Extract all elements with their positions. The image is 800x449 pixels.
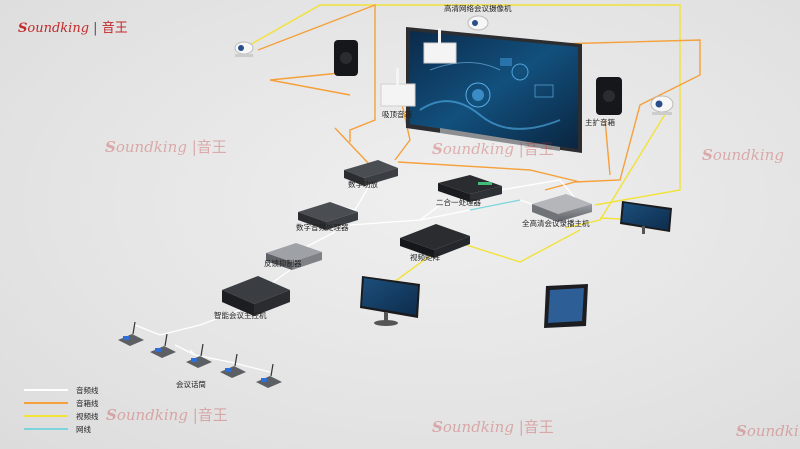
conference-host-device [222,276,290,316]
network-lines [469,199,521,211]
brand-watermark: Soundking |音王 [105,140,227,155]
legend-swatch-video [24,415,68,417]
digital-power-amp-device [344,160,398,186]
label-ceiling-speaker: 吸顶音箱 [382,110,412,119]
conference-mics [118,321,282,388]
legend-swatch-network [24,428,68,430]
mic-2 [150,333,176,358]
hd-recording-host-device [532,194,592,222]
two-in-one-processor-device [438,175,502,202]
wm-s: S [106,406,117,424]
wm-word: oundking [746,422,800,440]
feedback-suppressor-device [266,243,322,270]
camera-right [650,95,674,115]
label-conference-host: 智能会议主控机 [214,311,267,320]
legend-label-audio: 音频线 [76,386,99,395]
legend-swatch-audio [24,389,68,391]
wm-separator: | [191,138,197,156]
label-main-speaker: 主扩音箱 [585,118,615,127]
mic-3 [186,343,212,368]
legend-swatch-speaker [24,402,68,404]
legend-label-speaker: 音箱线 [76,399,99,408]
legend-label-video: 视频线 [76,412,99,421]
ceiling-speaker-1 [423,28,457,64]
ceiling-speaker-2 [380,68,416,107]
wm-s: S [105,138,116,156]
monitor-left [360,276,420,326]
wm-word: oundking [116,406,188,424]
wm-cn: 音王 [196,138,227,156]
wm-word: oundking [712,146,784,164]
brand-separator: | [93,21,98,36]
wm-cn: 音王 [523,418,554,436]
brand-word: oundking [27,21,90,36]
audio-lines [134,179,576,373]
wm-s: S [702,146,713,164]
brand-watermark: Soundking [702,148,784,163]
mic-4 [220,353,246,378]
label-digital-power-amp: 数字功放 [348,180,378,189]
tablet [544,284,588,328]
main-speaker-right [596,77,622,115]
wm-separator: | [518,140,524,158]
camera-top [467,15,489,31]
label-two-in-one-processor: 二合一处理器 [436,198,481,207]
wm-s: S [736,422,747,440]
label-feedback-suppressor: 反馈抑制器 [264,259,302,268]
wm-cn: 音王 [523,140,554,158]
brand-watermark: Soundking |音王 [106,408,228,423]
mic-5 [256,363,282,388]
wm-word: oundking [115,138,187,156]
monitor-right [620,201,672,234]
wm-s: S [432,418,443,436]
wm-separator: | [192,406,198,424]
brand-logo: Soundking | 音王 [18,22,128,35]
brand-watermark: Soundking [736,424,800,439]
wm-cn: 音王 [197,406,228,424]
brand-watermark: Soundking |音王 [432,142,554,157]
wm-s: S [432,140,443,158]
wm-word: oundking [442,418,514,436]
brand-cn: 音王 [101,21,128,36]
main-speaker-left [334,40,358,76]
label-digital-audio-processor: 数字音频处理器 [296,223,349,232]
wm-separator: | [518,418,524,436]
digital-audio-processor-device [298,202,358,230]
label-camera-network: 高清网络会议摄像机 [444,4,512,13]
camera-left [234,41,254,57]
mic-1 [118,321,144,346]
label-conference-mic: 会议话筒 [176,380,206,389]
brand-watermark: Soundking |音王 [432,420,554,435]
label-video-matrix: 视频矩阵 [410,253,440,262]
wm-word: oundking [442,140,514,158]
video-matrix-device [400,224,470,258]
label-hd-recording-host: 全高清会议录播主机 [522,219,590,228]
legend-label-network: 网线 [76,425,91,434]
brand-s: S [18,21,28,36]
